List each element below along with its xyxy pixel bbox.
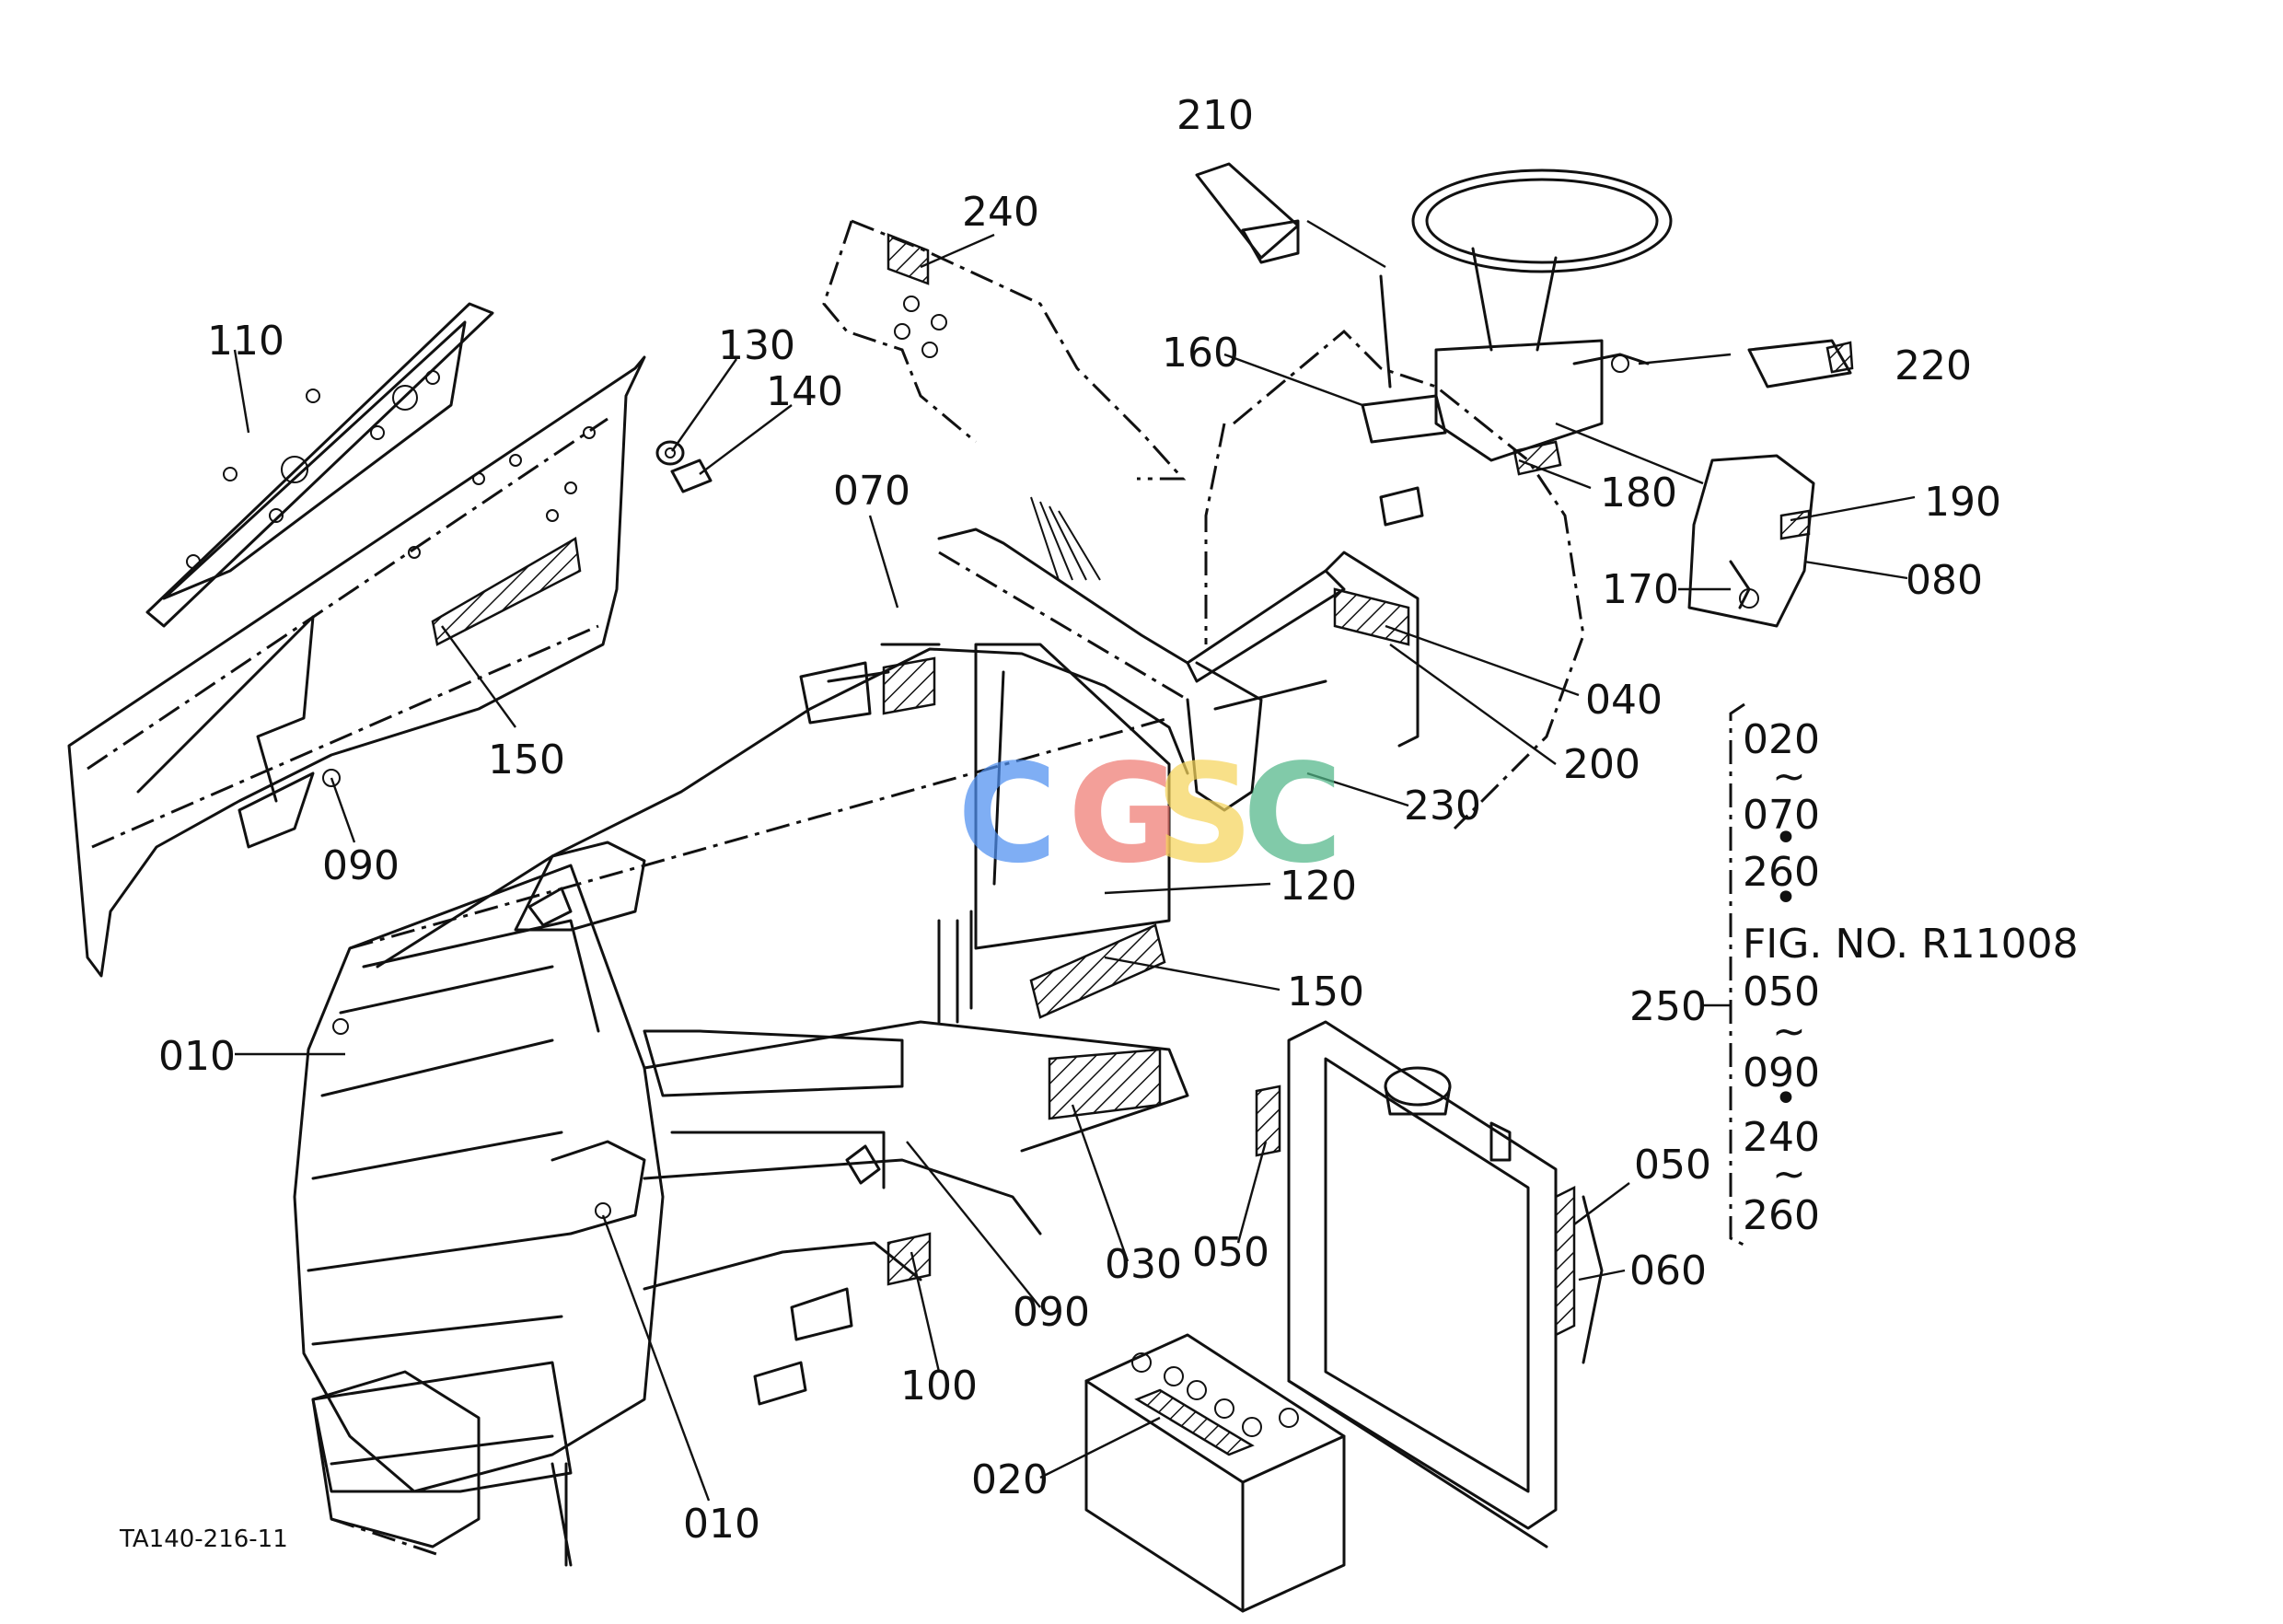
callout-170: 170 [1602, 566, 1679, 613]
kit-row-6: • [1774, 875, 1798, 922]
front-grille-panel-110 [145, 302, 494, 628]
kit-row-10: 090 [1743, 1050, 1820, 1096]
kit-list: 020 ~ 070 • 260 • FIG. NO. R11008 050 ~ … [1743, 716, 2079, 1239]
callout-090-right: 090 [1013, 1289, 1090, 1336]
callout-240: 240 [962, 189, 1039, 236]
callout-220: 220 [1895, 342, 1972, 389]
callout-070: 070 [833, 468, 910, 515]
callout-140: 140 [766, 368, 843, 415]
switch-panel [1555, 422, 1815, 628]
callout-080: 080 [1906, 557, 1983, 604]
watermark-letter: S [1155, 735, 1254, 893]
kit-row-13: ~ [1772, 1151, 1806, 1198]
callout-120: 120 [1280, 863, 1357, 910]
front-nose [293, 864, 1189, 1567]
kit-row-11: • [1774, 1075, 1798, 1122]
callout-labels: 110 130 140 240 070 150 090 010 010 210 … [158, 92, 2001, 1548]
kit-row-4: • [1774, 815, 1798, 862]
watermark-letter: G [1068, 735, 1179, 893]
callout-010-bottom: 010 [683, 1501, 760, 1548]
callout-250: 250 [1629, 983, 1707, 1030]
callout-190: 190 [1924, 479, 2001, 526]
kit-row-7: FIG. NO. R11008 [1743, 921, 2079, 968]
kit-row-8: 050 [1743, 969, 1820, 1015]
control-knob-210 [1195, 162, 1386, 269]
clip-140 [670, 458, 713, 493]
kit-bracket-250 [1703, 702, 1750, 1249]
callout-060: 060 [1629, 1247, 1707, 1294]
kit-row-5: 260 [1743, 849, 1820, 896]
radiator [1255, 1020, 1604, 1549]
kit-row-2: ~ [1772, 753, 1806, 800]
callout-010-left: 010 [158, 1033, 236, 1080]
kit-row-14: 260 [1743, 1192, 1820, 1239]
watermark-letter: C [1243, 735, 1343, 893]
dashboard-cowl [1186, 329, 1585, 830]
kit-row-12: 240 [1743, 1114, 1820, 1161]
callout-040: 040 [1585, 677, 1663, 724]
washer-130 [655, 440, 685, 466]
kit-row-3: 070 [1743, 792, 1820, 839]
callout-100: 100 [900, 1363, 978, 1409]
rear-plate-240 [822, 219, 1187, 581]
callout-030: 030 [1105, 1241, 1182, 1288]
front-weight-bracket [311, 1370, 481, 1558]
callout-160: 160 [1162, 330, 1239, 377]
callout-050-radiator: 050 [1192, 1229, 1269, 1276]
callout-230: 230 [1404, 783, 1481, 829]
callout-150-right: 150 [1287, 969, 1364, 1015]
callout-050-right: 050 [1634, 1142, 1711, 1189]
callout-110: 110 [207, 318, 284, 365]
figure-code: TA140-216-11 [119, 1525, 288, 1553]
kit-row-9: ~ [1772, 1008, 1806, 1055]
steering-column [1361, 168, 1673, 527]
watermark-letter: C [957, 735, 1058, 893]
callout-150-left: 150 [488, 737, 565, 783]
kit-row-1: 020 [1743, 716, 1820, 763]
callout-090-left: 090 [322, 842, 400, 889]
callout-180: 180 [1600, 470, 1677, 516]
leader-lines [233, 233, 1916, 1502]
control-knob-220 [1638, 339, 1854, 389]
callout-130: 130 [718, 322, 795, 369]
battery [1084, 1333, 1346, 1613]
callout-200: 200 [1563, 741, 1640, 788]
side-panel-left [67, 355, 646, 978]
callout-020: 020 [971, 1456, 1049, 1503]
callout-210: 210 [1176, 92, 1254, 139]
bonnet-hood [349, 528, 1189, 1024]
